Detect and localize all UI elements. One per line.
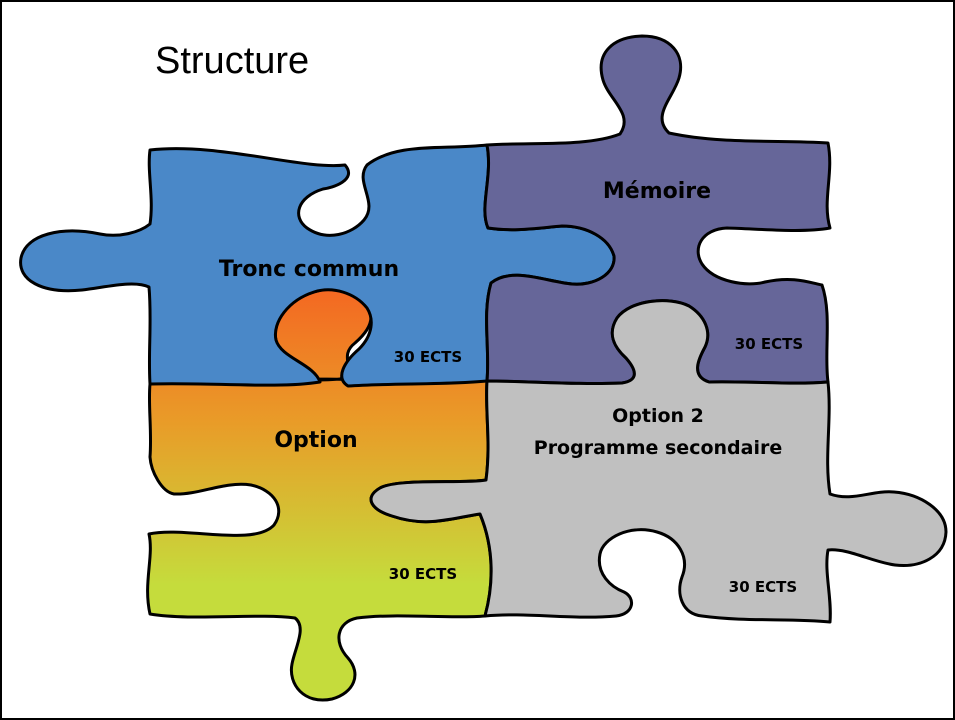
memoire-ects: 30 ECTS — [735, 335, 803, 353]
option-2-ects: 30 ECTS — [729, 578, 797, 596]
option-ects: 30 ECTS — [389, 565, 457, 583]
slide-title: Structure — [155, 40, 310, 82]
memoire-label: Mémoire — [603, 179, 711, 204]
tronc-commun-ects: 30 ECTS — [394, 348, 462, 366]
piece-option-2 — [369, 299, 948, 624]
tronc-commun-label: Tronc commun — [219, 257, 399, 282]
option-label: Option — [274, 428, 357, 453]
option-2-label-line-2: Programme secondaire — [534, 437, 782, 459]
piece-tronc-commun — [19, 143, 616, 388]
option-2-label-line-1: Option 2 — [612, 405, 704, 427]
